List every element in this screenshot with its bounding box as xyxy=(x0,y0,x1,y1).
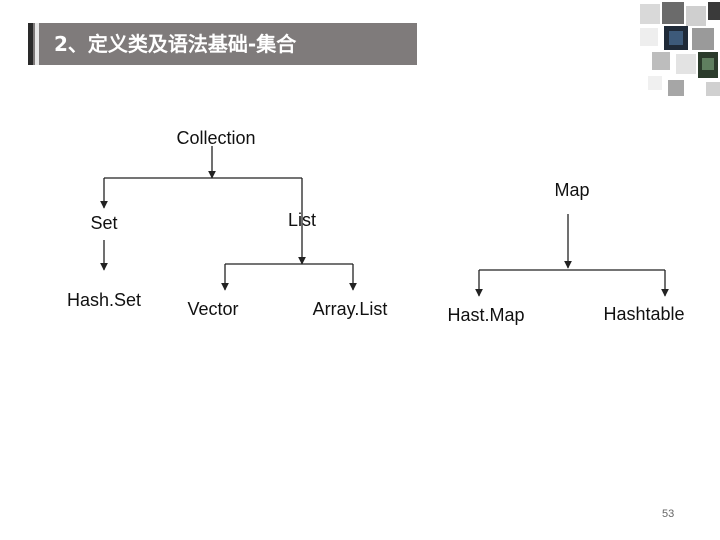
node-hastmap: Hast.Map xyxy=(447,305,525,325)
title-accent-bar xyxy=(28,23,33,65)
node-list: List xyxy=(287,210,317,230)
node-map: Map xyxy=(554,180,590,200)
node-collection: Collection xyxy=(176,128,256,148)
slide-title: 2、定义类及语法基础-集合 xyxy=(54,32,297,56)
node-vector: Vector xyxy=(187,299,239,319)
node-hashtable: Hashtable xyxy=(603,304,685,324)
title-bar: 2、定义类及语法基础-集合 xyxy=(28,23,417,65)
node-set: Set xyxy=(90,213,118,233)
node-hashset: Hash.Set xyxy=(66,290,142,310)
title-accent-stripe xyxy=(35,23,39,65)
node-arraylist: Array.List xyxy=(312,299,388,319)
page-number: 53 xyxy=(662,508,675,520)
